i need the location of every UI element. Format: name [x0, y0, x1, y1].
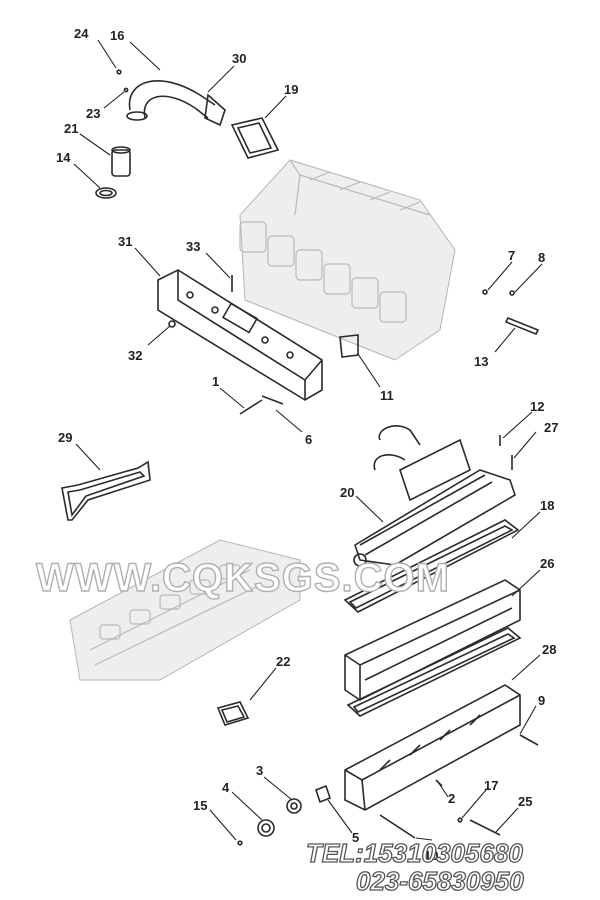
- stud-13: [504, 316, 540, 336]
- gasket-19: [230, 117, 280, 159]
- callout-2: 2: [448, 791, 455, 806]
- bolt-25: [469, 819, 501, 836]
- washer-17: [457, 817, 463, 823]
- gasket-5: [315, 784, 331, 804]
- engine-block-lower: [69, 539, 301, 681]
- gasket-28: [346, 627, 522, 717]
- aftercooler-core-26: [344, 579, 521, 701]
- clamp-14: [95, 187, 117, 199]
- callout-27: 27: [544, 420, 558, 435]
- callout-16: 16: [110, 28, 124, 43]
- callout-31: 31: [118, 234, 132, 249]
- gasket-22: [216, 701, 250, 726]
- washer-15: [237, 840, 243, 846]
- callout-3: 3: [256, 763, 263, 778]
- spacer-6: [261, 395, 284, 405]
- plug-9: [519, 734, 539, 746]
- callout-25: 25: [518, 794, 532, 809]
- callout-numbers: 24 16 30 23 19 21 14 31 33 7 8 32 13 1 1…: [56, 26, 558, 863]
- sleeve-21: [111, 146, 131, 177]
- aftercooler-housing-20: [353, 425, 516, 567]
- callout-8: 8: [538, 250, 545, 265]
- callout-23: 23: [86, 106, 100, 121]
- bolt-1: [239, 399, 263, 415]
- callout-30: 30: [232, 51, 246, 66]
- washer-23: [123, 87, 129, 93]
- gasket-22-inner: [220, 705, 246, 723]
- gasket-11: [339, 334, 359, 358]
- callout-33: 33: [186, 239, 200, 254]
- callout-9: 9: [538, 693, 545, 708]
- callout-14: 14: [56, 150, 71, 165]
- plug-4-inner: [261, 823, 271, 833]
- plug-3: [286, 798, 302, 814]
- crossover-pipe: [126, 80, 226, 127]
- callout-4: 4: [222, 780, 230, 795]
- callout-13: 13: [474, 354, 488, 369]
- callout-5: 5: [352, 830, 359, 845]
- callout-17: 17: [484, 778, 498, 793]
- washer-24: [116, 69, 122, 75]
- callout-6: 6: [305, 432, 312, 447]
- aftercooler-lower-housing: [344, 684, 521, 811]
- callout-12: 12: [530, 399, 544, 414]
- callout-26: 26: [540, 556, 554, 571]
- washer-8: [509, 290, 515, 296]
- callout-18: 18: [540, 498, 554, 513]
- watermark-phone: 023-65830950: [356, 866, 524, 896]
- callout-15: 15: [193, 798, 207, 813]
- plug-32: [168, 320, 176, 328]
- watermark-tel: TEL:15310305680: [306, 838, 523, 868]
- callout-32: 32: [128, 348, 142, 363]
- callout-22: 22: [276, 654, 290, 669]
- watermark-site: WWW.CQKSGS.COM: [36, 556, 450, 600]
- callout-28: 28: [542, 642, 556, 657]
- engine-block-upper: [239, 159, 456, 361]
- plug-3-inner: [290, 802, 298, 810]
- callout-10: 10: [424, 848, 438, 863]
- plug-4: [257, 819, 275, 837]
- gasket-18-inner: [348, 525, 514, 609]
- callout-11: 11: [380, 388, 394, 403]
- leader-lines: [73, 39, 543, 841]
- callout-20: 20: [340, 485, 354, 500]
- bolt-10: [379, 814, 416, 839]
- callout-21: 21: [64, 121, 78, 136]
- gasket-28-inner: [352, 633, 516, 713]
- washer-7: [482, 289, 488, 295]
- callout-24: 24: [74, 26, 89, 41]
- callout-1: 1: [212, 374, 219, 389]
- exhaust-manifold-31: [157, 269, 323, 401]
- gasket-29: [61, 460, 151, 521]
- callout-19: 19: [284, 82, 298, 97]
- callout-29: 29: [58, 430, 72, 445]
- callout-7: 7: [508, 248, 515, 263]
- gasket-18: [343, 519, 520, 613]
